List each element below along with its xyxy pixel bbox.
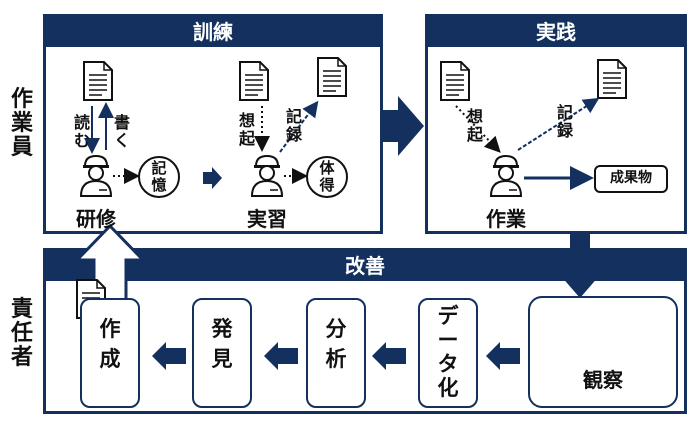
- write-label: 書く: [113, 113, 130, 150]
- training-header: 訓練: [46, 17, 380, 47]
- document-icon: [317, 57, 347, 97]
- row-label-worker: 作業員: [10, 87, 33, 160]
- record-label: 記録: [285, 107, 302, 144]
- document-icon: [440, 61, 470, 101]
- practice-header: 実践: [428, 17, 684, 47]
- practice-record-label: 記録: [556, 103, 573, 140]
- experience-circle: 体得: [306, 156, 348, 198]
- study-label: 研修: [76, 207, 116, 231]
- work-label: 作業: [486, 207, 526, 231]
- memory-label: 記憶: [151, 159, 167, 194]
- observation-label: 観察: [583, 368, 623, 392]
- data-conversion-box: データ化: [418, 298, 478, 408]
- drill-label: 実習: [247, 207, 287, 231]
- discover-label: 発見: [211, 317, 233, 371]
- practice-panel: 実践: [425, 14, 687, 234]
- row-label-manager: 責任者: [10, 297, 33, 370]
- discover-box: 発見: [192, 298, 252, 408]
- create-box: 作成: [80, 298, 140, 408]
- document-icon: [239, 61, 269, 101]
- create-label: 作成: [99, 317, 121, 371]
- trainee-person-icon: [251, 155, 283, 197]
- memory-circle: 記憶: [138, 156, 180, 198]
- worker-person-icon: [490, 155, 522, 197]
- document-icon: [83, 61, 113, 101]
- read-label: 読む: [73, 113, 90, 150]
- output-box: 成果物: [594, 165, 668, 193]
- document-icon: [597, 59, 627, 99]
- data-conversion-label: データ化: [437, 304, 459, 400]
- analyze-box: 分析: [306, 298, 366, 408]
- analyze-label: 分析: [325, 317, 347, 371]
- observation-box: 観察: [528, 296, 678, 408]
- experience-label: 体得: [319, 159, 335, 194]
- practice-imagine-label: 想起: [466, 107, 483, 144]
- imagine-label: 想起: [238, 111, 255, 148]
- trainee-person-icon: [80, 155, 112, 197]
